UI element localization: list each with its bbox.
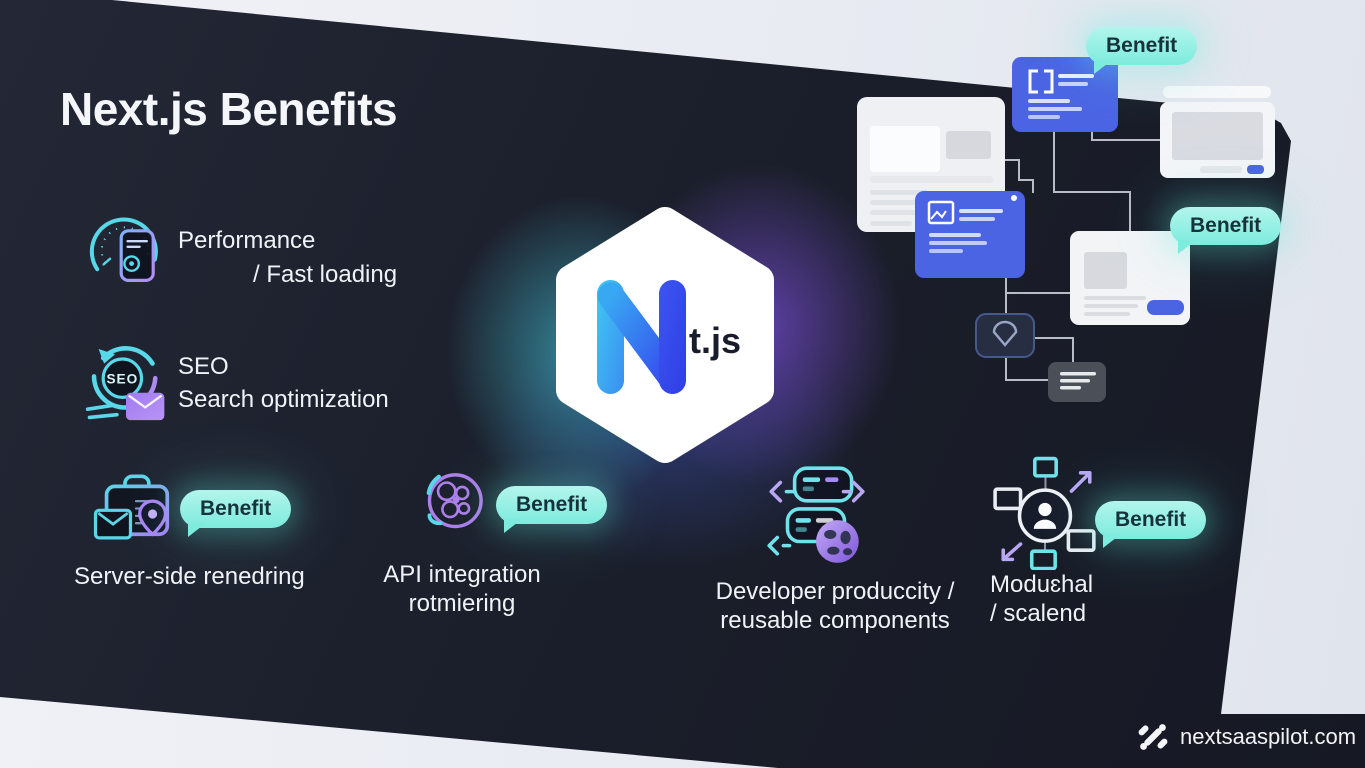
api-line2: rotmiering <box>408 590 516 618</box>
benefit-badge-api: Benefit <box>496 486 608 524</box>
modular-line2: / scalend <box>990 600 1087 628</box>
benefit-badge-right: Benefit <box>1170 207 1282 245</box>
watermark: nextsaaspilot.com <box>1136 720 1356 754</box>
benefit-badge-server-label: Benefit <box>200 497 272 520</box>
benefit-item-modular <box>990 452 1102 575</box>
nextjs-n <box>597 280 686 394</box>
watermark-text: nextsaaspilot.com <box>1180 724 1357 749</box>
benefit-badge-api-label: Benefit <box>516 493 588 516</box>
brain-icon <box>426 473 483 529</box>
benefit-item-performance <box>86 210 166 295</box>
api-label: API integration rotmiering <box>362 560 562 619</box>
benefit-item-seo: SEO <box>80 338 172 427</box>
seo-line2: Search optimization <box>178 386 389 414</box>
performance-line1: Performance <box>178 227 316 254</box>
benefit-badge-server: Benefit <box>180 490 292 528</box>
developer-line1: Developer produccity / <box>715 578 955 605</box>
developer-line2: reusable components <box>720 607 950 635</box>
modular-label: Moduɛhal / scalend <box>990 570 1170 629</box>
benefit-badge-modular-label: Benefit <box>1115 508 1187 531</box>
speedometer-document-icon <box>89 217 158 282</box>
hub-network-icon <box>993 456 1096 571</box>
benefit-badge-top: Benefit <box>1086 27 1198 65</box>
asterisk-logo-icon <box>1138 724 1168 750</box>
briefcase-pin-icon <box>93 474 170 540</box>
seo-line1: SEO <box>178 353 229 380</box>
server-label: Server-side renedring <box>74 563 305 590</box>
seo-label: SEO Search optimization <box>178 352 389 415</box>
benefit-badge-modular: Benefit <box>1095 501 1207 539</box>
performance-label: Performance / Fast loading <box>178 226 397 290</box>
hexagon-logo: t.js <box>556 207 774 463</box>
modular-line1: Moduɛhal <box>990 571 1094 598</box>
benefit-item-developer <box>760 456 872 573</box>
page-title: Next.js Benefits <box>60 83 398 135</box>
performance-line2: / Fast loading <box>253 261 398 289</box>
benefit-badge-top-label: Benefit <box>1106 34 1178 57</box>
seo-circular-arrows-icon: SEO <box>85 346 165 421</box>
api-line1: API integration <box>383 561 541 588</box>
benefit-badge-right-label: Benefit <box>1190 214 1262 237</box>
nextjs-suffix: t.js <box>689 320 741 361</box>
developer-label: Developer produccity / reusable componen… <box>695 577 975 636</box>
seo-icon-text: SEO <box>107 372 139 387</box>
benefit-item-server <box>90 468 182 565</box>
code-blocks-globe-icon <box>767 466 865 563</box>
benefit-item-api <box>414 462 500 553</box>
